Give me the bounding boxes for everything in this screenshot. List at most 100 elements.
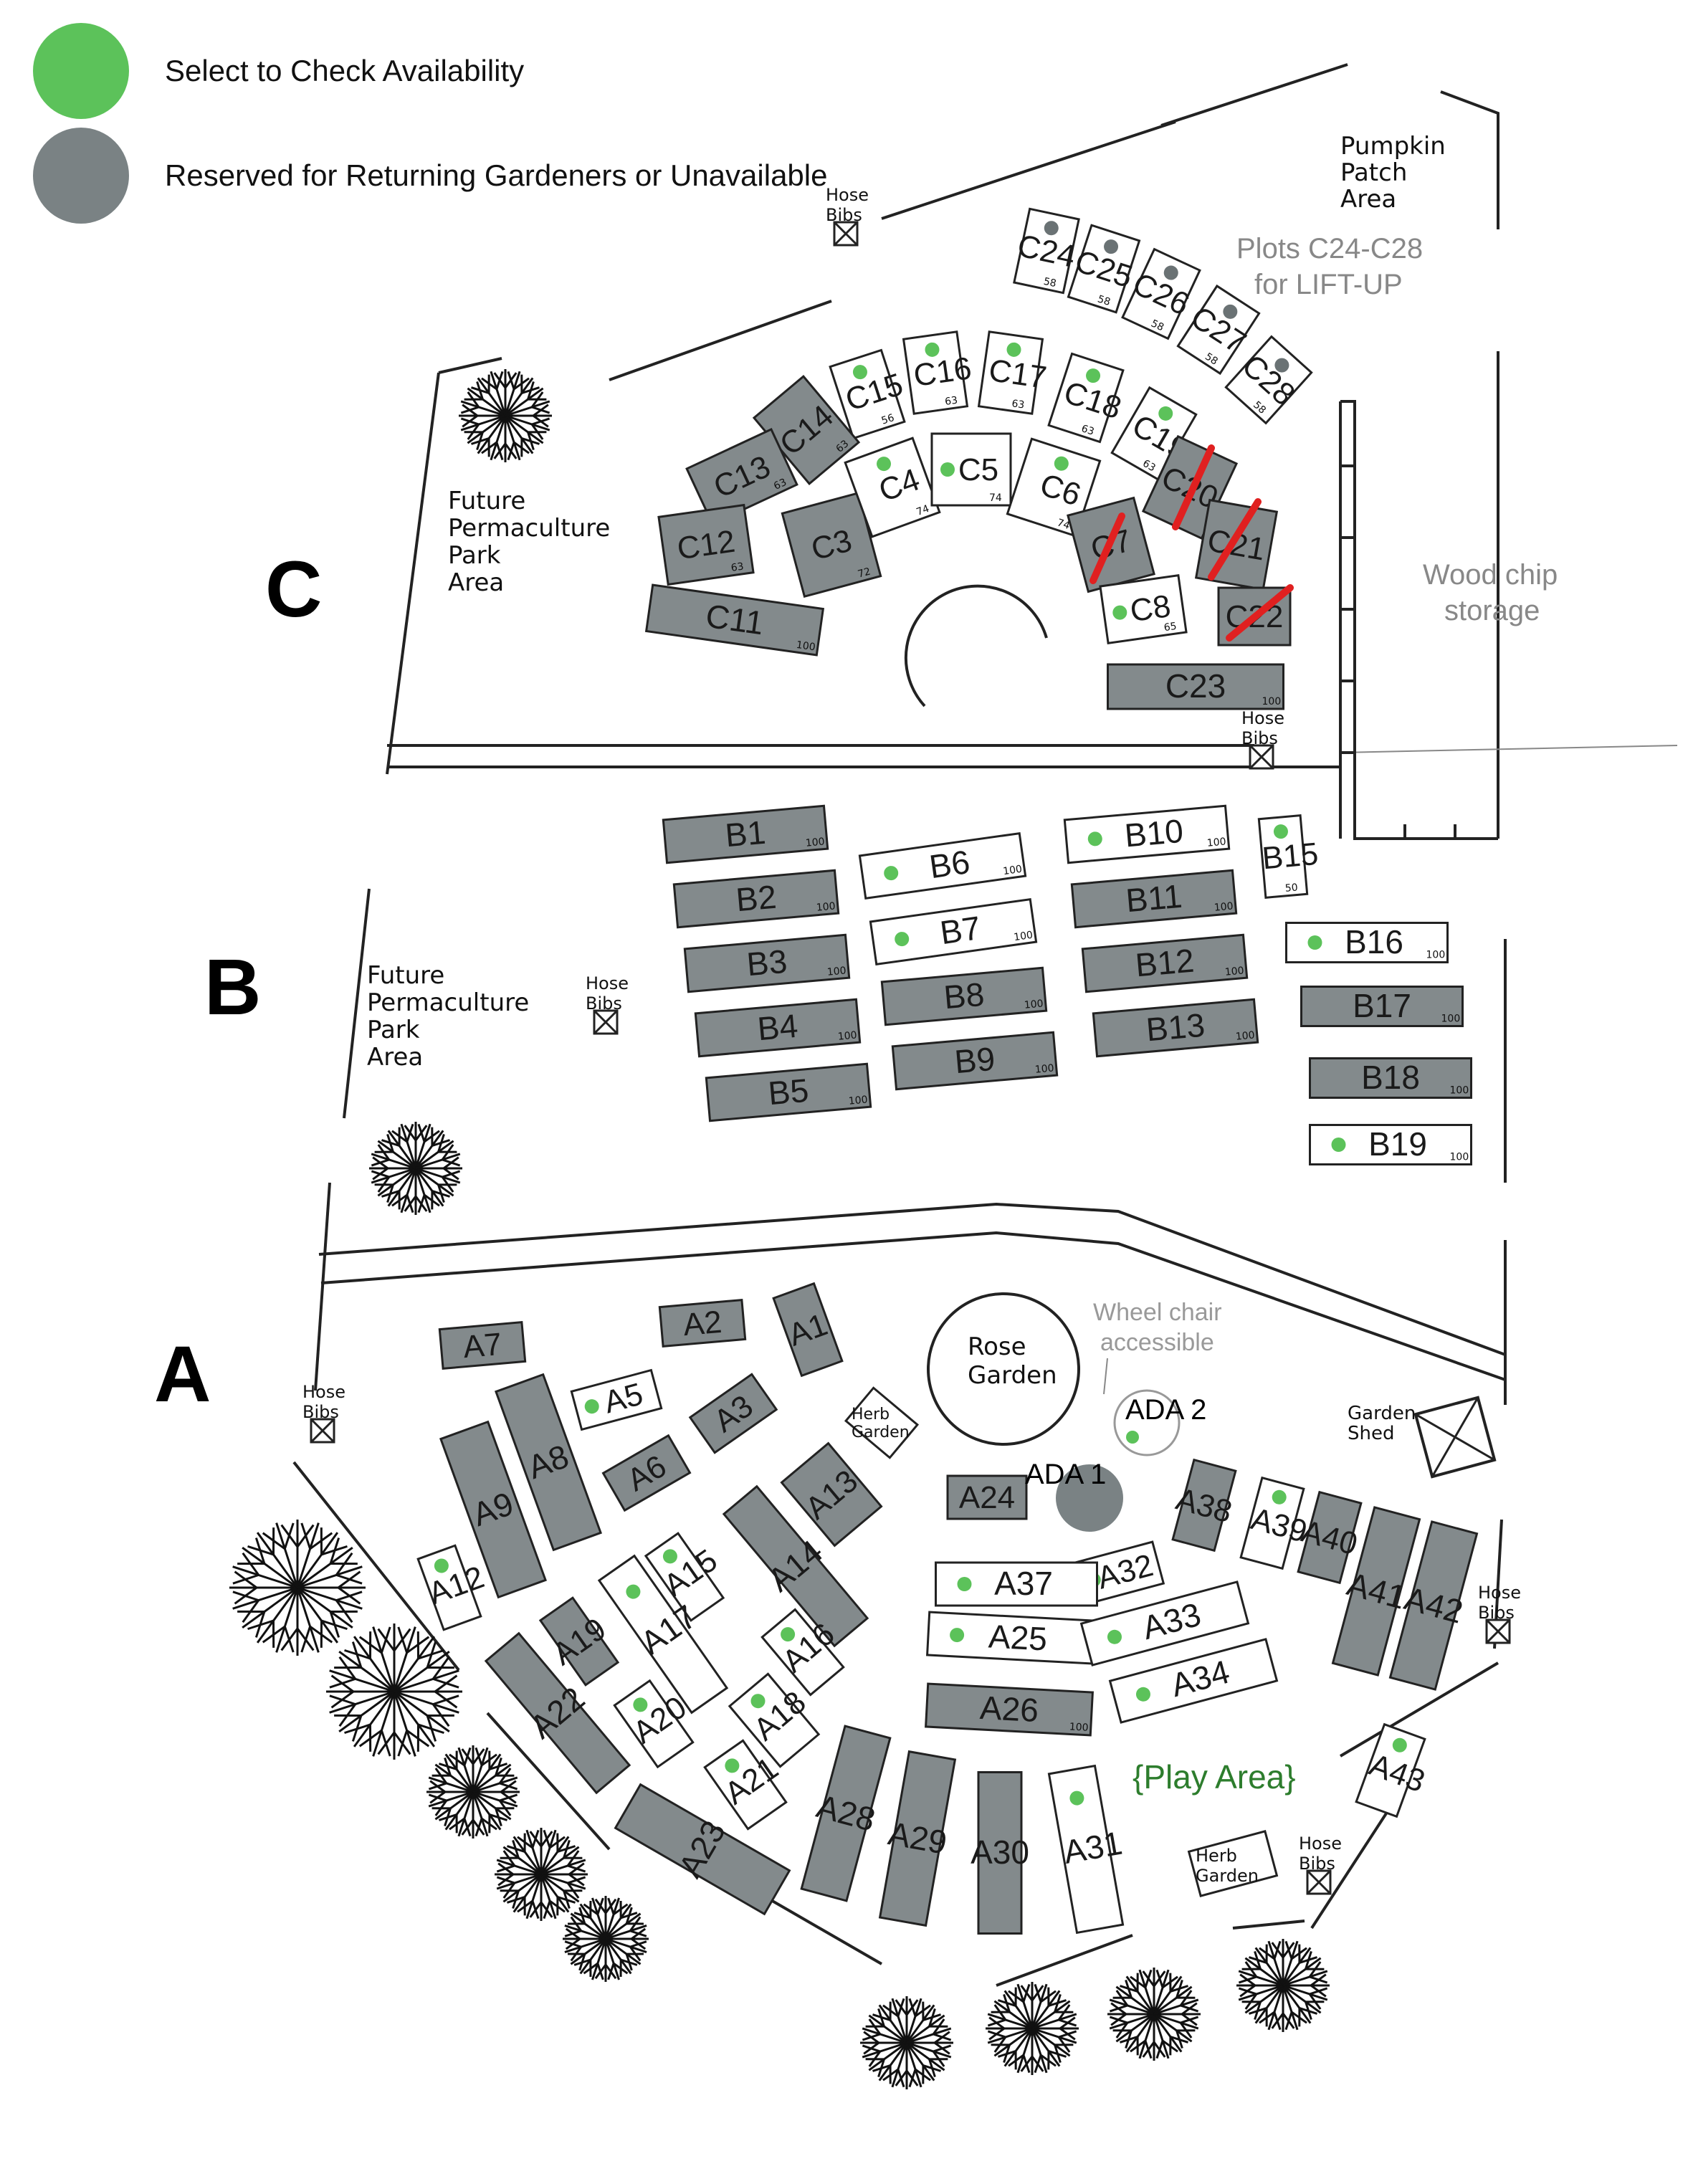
plot-a7[interactable]: A7	[438, 1320, 527, 1370]
reserved-dot-icon	[1163, 265, 1178, 280]
plot-b19[interactable]: B19 100	[1309, 1124, 1472, 1165]
plot-a30[interactable]: A30	[971, 1771, 1029, 1935]
wheelchair-label-2: accessible	[1100, 1329, 1214, 1356]
plot-a2[interactable]: A2	[658, 1298, 747, 1348]
plot-size: 100	[1262, 696, 1282, 707]
plot-label: B12	[1134, 942, 1196, 984]
plot-a33[interactable]: A33	[1079, 1580, 1250, 1666]
plot-label: B6	[927, 843, 972, 885]
plot-bed	[1067, 224, 1141, 314]
plot-a24[interactable]: A24	[946, 1474, 1028, 1520]
plot-size: 100	[1450, 1152, 1469, 1163]
plot-bed	[1309, 1057, 1472, 1099]
plot-bed	[694, 998, 862, 1058]
plot-bed	[1171, 1458, 1237, 1553]
strike-c7-icon	[1089, 512, 1125, 584]
plot-a13[interactable]: A13	[780, 1441, 883, 1548]
plot-a3[interactable]: A3	[688, 1373, 778, 1454]
plot-a9[interactable]: A9	[439, 1420, 547, 1599]
plot-a8[interactable]: A8	[495, 1373, 602, 1552]
plot-label: B19	[1368, 1125, 1427, 1163]
tree-icon	[860, 1996, 953, 2089]
plot-bed	[495, 1373, 602, 1552]
lift-up-label-2: for LIFT-UP	[1254, 269, 1403, 300]
section-c-label: C	[265, 545, 322, 634]
plot-size: 100	[805, 836, 825, 849]
available-dot-icon	[925, 342, 940, 357]
plot-bed	[869, 897, 1038, 966]
plot-a25[interactable]: A25	[926, 1611, 1095, 1665]
ada-1-plot[interactable]: ADA 1	[1025, 1459, 1123, 1532]
plot-size: 58	[1096, 293, 1112, 308]
plot-a40[interactable]: A40	[1292, 1490, 1367, 1585]
plot-a12[interactable]: A12	[416, 1540, 495, 1631]
herb-garden-label-2: Garden	[852, 1424, 910, 1441]
plot-a29[interactable]: A29	[874, 1750, 960, 1927]
hose-bib-icon	[593, 1009, 619, 1035]
plot-a34[interactable]: A34	[1108, 1638, 1279, 1724]
plot-a41[interactable]: A41	[1327, 1506, 1425, 1677]
plot-a19[interactable]: A19	[533, 1593, 624, 1689]
ada-2-plot[interactable]: ADA 2	[1113, 1389, 1206, 1456]
available-dot-icon	[584, 1399, 599, 1414]
plot-a6[interactable]: A6	[601, 1434, 692, 1512]
plot-label: C11	[703, 597, 766, 642]
reserved-dot-icon	[1223, 304, 1238, 319]
plot-a1[interactable]: A1	[772, 1282, 844, 1378]
plot-a37[interactable]: A37	[935, 1561, 1098, 1607]
available-dot-icon	[884, 866, 899, 881]
plot-a43[interactable]: A43	[1355, 1722, 1438, 1821]
plot-a31[interactable]: A31	[1047, 1763, 1135, 1935]
plot-a39[interactable]: A39	[1239, 1476, 1317, 1573]
plot-a5[interactable]: A5	[570, 1368, 663, 1431]
wheelchair-note: Wheel chair accessible	[1093, 1299, 1222, 1395]
tree-icon	[563, 1896, 649, 1982]
plot-a42[interactable]: A42	[1384, 1520, 1482, 1692]
available-dot-icon	[1273, 824, 1288, 839]
available-dot-icon	[1006, 342, 1021, 357]
pumpkin-label-1: Pumpkin	[1340, 132, 1446, 161]
plot-bed	[644, 583, 825, 657]
plot-size: 100	[826, 965, 847, 978]
plot-bed	[685, 428, 798, 525]
plot-a38[interactable]: A38	[1166, 1458, 1241, 1553]
plot-a28[interactable]: A28	[796, 1725, 896, 1902]
